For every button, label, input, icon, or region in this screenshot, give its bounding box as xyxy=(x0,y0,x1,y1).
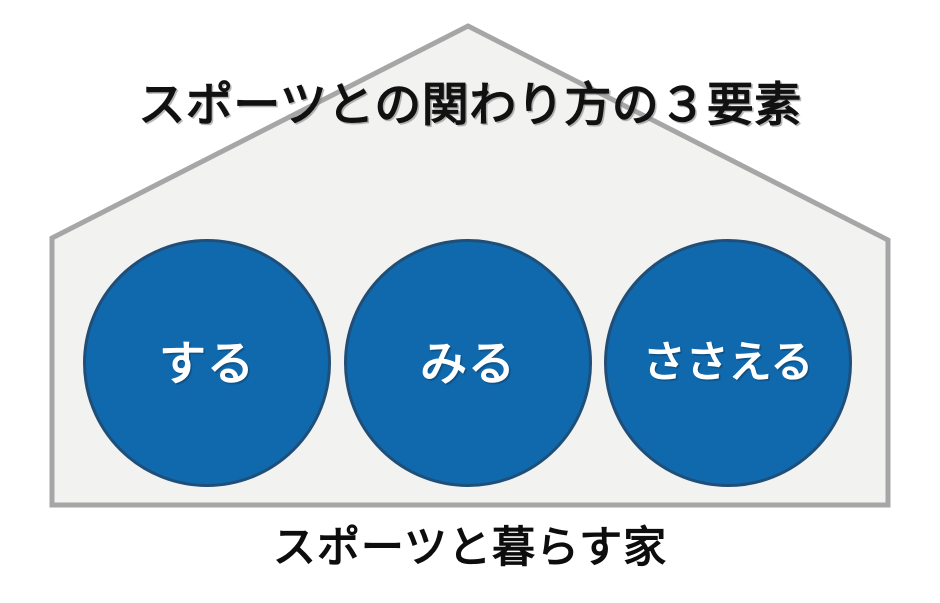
diagram-title: スポーツとの関わり方の３要素 xyxy=(138,78,802,131)
element-label-miru: みる xyxy=(420,336,516,390)
element-circle-suru[interactable]: する xyxy=(83,239,331,487)
element-circle-sasaeru[interactable]: ささえる xyxy=(604,239,852,487)
element-circle-miru[interactable]: みる xyxy=(344,239,592,487)
element-label-sasaeru: ささえる xyxy=(642,338,814,387)
diagram-caption: スポーツと暮らす家 xyxy=(272,524,668,572)
element-label-suru: する xyxy=(159,336,255,390)
